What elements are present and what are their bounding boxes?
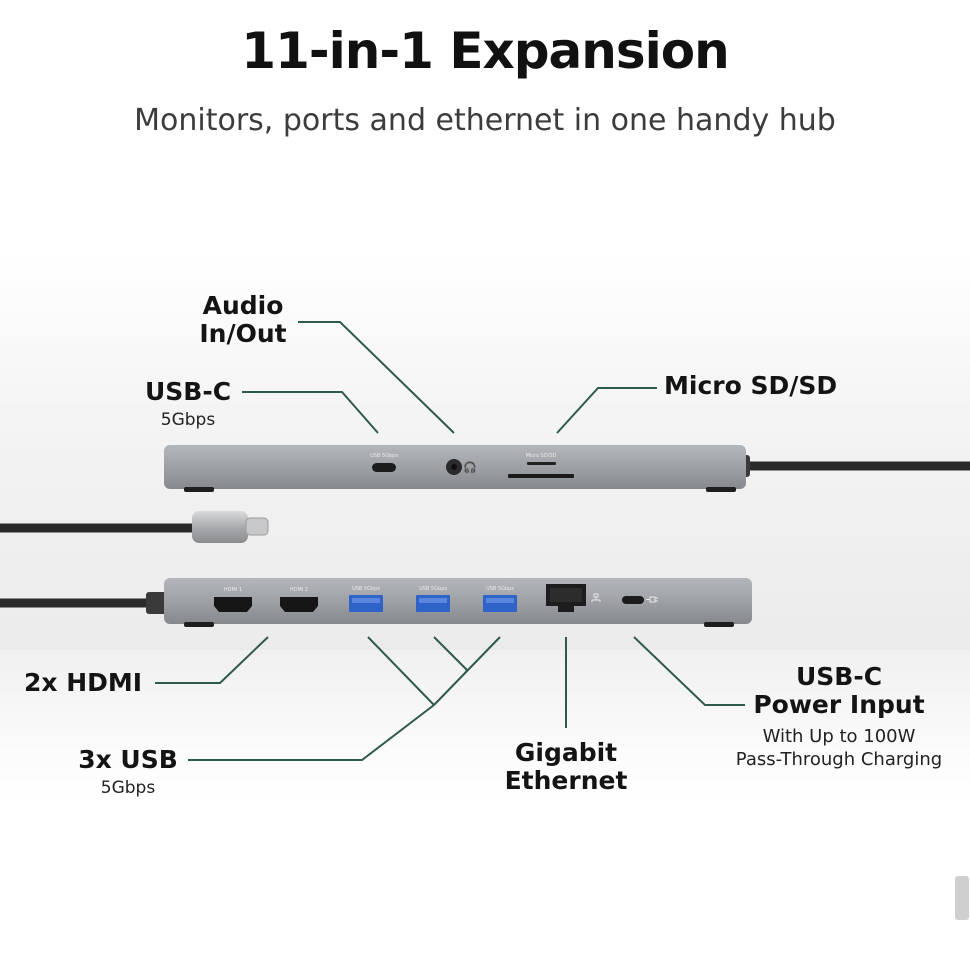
callout-usbc-top-sub: 5Gbps xyxy=(160,410,216,430)
hub-bottom-body xyxy=(164,578,752,624)
leader-lines xyxy=(155,321,745,761)
headphone-icon: 🎧 xyxy=(463,461,477,474)
hub-bottom-foot-left xyxy=(184,622,214,627)
callout-power-sub1: With Up to 100W xyxy=(762,726,916,747)
page-title: 11-in-1 Expansion xyxy=(241,22,729,80)
hub-top: USB 5Gbps 🎧 Micro SD/SD xyxy=(164,445,970,492)
callout-audio-line2: In/Out xyxy=(199,319,287,348)
sd-slot xyxy=(508,474,574,478)
callout-hdmi: 2x HDMI xyxy=(24,668,143,697)
hub-top-usbc-port-label: USB 5Gbps xyxy=(370,453,398,459)
hdmi1-label: HDMI 1 xyxy=(224,587,242,593)
usbc-plug-tip xyxy=(245,517,269,536)
callout-sd: Micro SD/SD xyxy=(664,371,838,400)
page-subtitle: Monitors, ports and ethernet in one hand… xyxy=(134,103,836,138)
callout-usb-sub: 5Gbps xyxy=(100,778,156,798)
power-plug-icon xyxy=(646,596,658,603)
hub-top-sd-port-label: Micro SD/SD xyxy=(526,453,557,459)
usbc-plug-housing xyxy=(192,511,248,543)
callout-ethernet: Gigabit Ethernet xyxy=(496,739,636,795)
hub-top-foot-right xyxy=(706,487,736,492)
callout-ethernet-line2: Ethernet xyxy=(504,766,628,795)
power-usbc-port xyxy=(622,596,644,604)
callout-audio-line1: Audio xyxy=(202,291,284,320)
leader-line-sd xyxy=(556,387,657,434)
callout-usb: 3x USB xyxy=(78,745,178,774)
scroll-indicator-icon xyxy=(955,876,969,920)
callout-power-sub2: Pass-Through Charging xyxy=(735,749,943,770)
callout-power: USB-C Power Input xyxy=(728,663,950,719)
callout-power-sub: With Up to 100W Pass-Through Charging xyxy=(716,725,962,771)
callout-audio: Audio In/Out xyxy=(170,292,316,348)
hdmi2-port xyxy=(280,597,318,612)
network-icon xyxy=(591,593,601,602)
usb2-port-tongue xyxy=(419,598,447,603)
leader-line-usb-trunk xyxy=(188,704,435,761)
callout-power-line2: Power Input xyxy=(753,690,925,719)
leader-line-hdmi xyxy=(155,636,269,684)
usb3-port xyxy=(483,595,517,612)
leader-line-power xyxy=(633,636,745,706)
leader-line-usbc-top xyxy=(242,391,379,434)
leader-line-audio xyxy=(298,321,455,434)
callout-ethernet-line1: Gigabit xyxy=(514,738,618,767)
usb2-port xyxy=(416,595,450,612)
usb1-port-tongue xyxy=(352,598,380,603)
hub-top-foot-left xyxy=(184,487,214,492)
usb1-port xyxy=(349,595,383,612)
micro-sd-slot xyxy=(527,462,556,465)
usb3-label: USB 5Gbps xyxy=(486,586,514,592)
audio-jack-hole xyxy=(451,464,457,470)
leader-line-usb-branch-1 xyxy=(367,636,435,706)
usb2-label: USB 5Gbps xyxy=(419,586,447,592)
usbc-plug xyxy=(0,511,269,543)
backdrop-floor xyxy=(0,650,970,800)
hub-top-usbc-port xyxy=(372,463,396,472)
leader-line-usb-branch-2 xyxy=(433,636,469,673)
ethernet-port-inner xyxy=(550,588,582,602)
usb1-label: USB 5Gbps xyxy=(352,586,380,592)
hub-bottom-foot-right xyxy=(704,622,734,627)
callout-usbc-top: USB-C xyxy=(144,377,232,406)
hub-bottom: HDMI 1 HDMI 2 USB 5Gbps USB 5Gbps USB 5G… xyxy=(0,578,752,627)
callout-power-line1: USB-C xyxy=(795,662,883,691)
hdmi1-port xyxy=(214,597,252,612)
hdmi2-label: HDMI 2 xyxy=(290,587,308,593)
usb3-port-tongue xyxy=(486,598,514,603)
